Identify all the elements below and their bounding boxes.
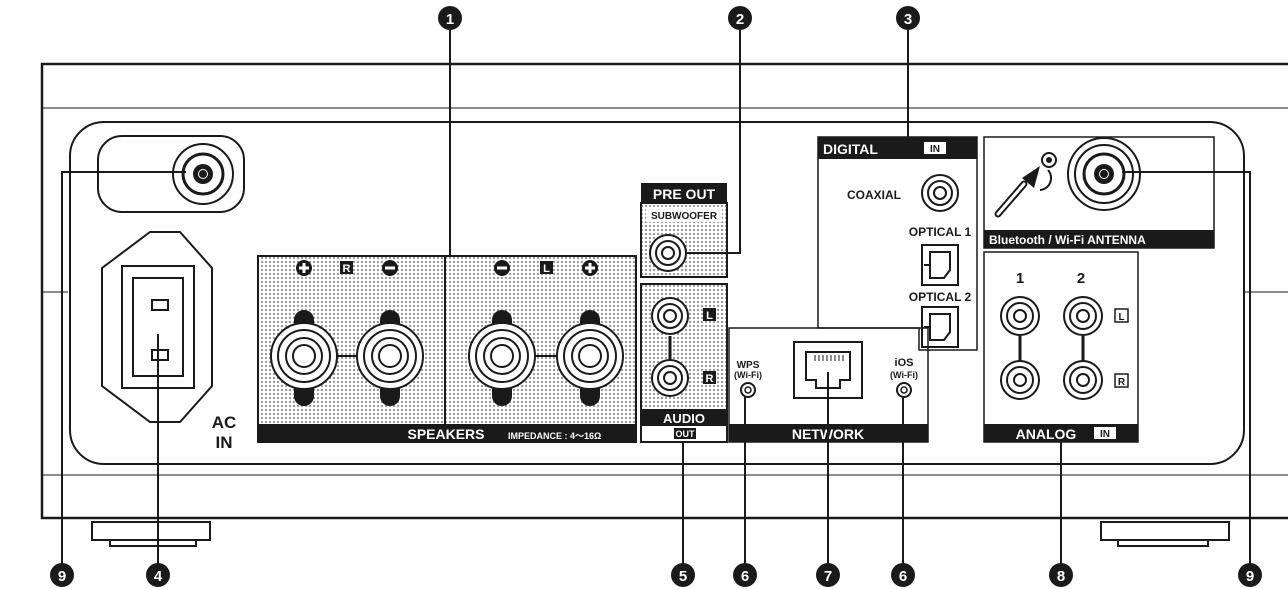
callout-9-right: 9	[1238, 563, 1262, 587]
antenna-attach-icon	[994, 152, 1057, 218]
audio-r-badge	[703, 371, 716, 384]
speaker-l-badge	[540, 261, 553, 274]
coaxial-jack[interactable]	[921, 174, 959, 212]
wps-sub-label: (Wi-Fi)	[734, 370, 762, 380]
audio-l-badge	[703, 308, 716, 321]
analog-l-label: L	[1118, 312, 1124, 323]
callout-6-wps: 6	[733, 563, 757, 587]
right-foot	[1100, 521, 1230, 547]
impedance-label: IMPEDANCE : 4～16Ω	[508, 431, 601, 441]
speaker-post-r-plus[interactable]	[270, 310, 338, 406]
left-antenna-connector[interactable]	[97, 135, 245, 213]
analog-in-block	[983, 251, 1139, 443]
callout-5: 5	[671, 563, 695, 587]
subwoofer-jack[interactable]	[649, 234, 687, 272]
svg-text:3: 3	[904, 11, 912, 28]
speakers-label: SPEAKERS	[407, 426, 484, 442]
callout-4: 4	[146, 563, 170, 587]
svg-text:4: 4	[154, 568, 163, 585]
optical2-label: OPTICAL 2	[909, 290, 972, 304]
analog-2-l-jack[interactable]	[1063, 296, 1103, 336]
callout-7: 7	[816, 563, 840, 587]
callout-1: 1	[438, 6, 462, 30]
minus-icon	[382, 260, 398, 276]
ios-sub-label: (Wi-Fi)	[890, 370, 918, 380]
coaxial-label: COAXIAL	[847, 188, 901, 202]
svg-text:9: 9	[1246, 568, 1254, 585]
callout-6-ios: 6	[891, 563, 915, 587]
audio-out-l-jack[interactable]	[651, 297, 689, 335]
minus-icon	[494, 260, 510, 276]
digital-label: DIGITAL	[823, 141, 878, 157]
callout-8: 8	[1049, 563, 1073, 587]
speaker-r-label: R	[343, 263, 351, 275]
callout-2: 2	[728, 6, 752, 30]
speaker-r-badge	[340, 261, 353, 274]
analog-2-r-jack[interactable]	[1063, 360, 1103, 400]
analog-r-label: R	[1118, 377, 1126, 388]
analog-1-r-jack[interactable]	[1000, 360, 1040, 400]
back-panel	[69, 121, 1245, 465]
analog-2-label: 2	[1077, 270, 1085, 287]
audio-r-label: R	[706, 373, 714, 385]
subwoofer-label: SUBWOOFER	[651, 211, 718, 222]
ios-label: iOS	[895, 357, 914, 369]
leader-lines	[61, 30, 1251, 566]
speaker-l-label: L	[543, 263, 550, 275]
ac-in-label: IN	[216, 433, 233, 452]
analog-l-badge	[1114, 308, 1129, 323]
svg-text:5: 5	[679, 568, 687, 585]
digital-in-label: IN	[930, 144, 940, 155]
chassis	[40, 62, 1288, 547]
svg-text:9: 9	[58, 568, 66, 585]
callout-3: 3	[896, 6, 920, 30]
audio-out-label: OUT	[676, 429, 696, 439]
analog-in-label: IN	[1100, 429, 1110, 440]
analog-label: ANALOG	[1016, 426, 1077, 442]
speaker-post-l-plus[interactable]	[556, 310, 624, 406]
ac-label: AC	[212, 413, 237, 432]
wps-label: WPS	[737, 360, 760, 371]
antenna-block	[983, 136, 1215, 249]
svg-text:2: 2	[736, 11, 744, 28]
plus-icon	[296, 260, 312, 276]
svg-text:8: 8	[1057, 568, 1065, 585]
audio-out-r-jack[interactable]	[651, 359, 689, 397]
analog-1-l-jack[interactable]	[1000, 296, 1040, 336]
audio-label: AUDIO	[663, 411, 705, 426]
optical1-port[interactable]	[921, 244, 959, 286]
svg-text:6: 6	[741, 568, 749, 585]
plus-icon	[582, 260, 598, 276]
svg-text:1: 1	[446, 11, 454, 28]
speaker-post-r-minus[interactable]	[356, 310, 424, 406]
antenna-label: Bluetooth / Wi-Fi ANTENNA	[989, 233, 1146, 247]
speaker-post-l-minus[interactable]	[468, 310, 536, 406]
audio-l-label: L	[706, 310, 713, 322]
left-foot	[91, 521, 211, 547]
ios-button[interactable]	[896, 382, 912, 398]
analog-1-label: 1	[1016, 270, 1024, 287]
wps-button[interactable]	[740, 382, 756, 398]
callout-9-left: 9	[50, 563, 74, 587]
pre-out-label: PRE OUT	[653, 186, 716, 202]
svg-text:7: 7	[824, 568, 832, 585]
svg-text:6: 6	[899, 568, 907, 585]
analog-r-badge	[1114, 373, 1129, 388]
optical1-label: OPTICAL 1	[909, 225, 972, 239]
